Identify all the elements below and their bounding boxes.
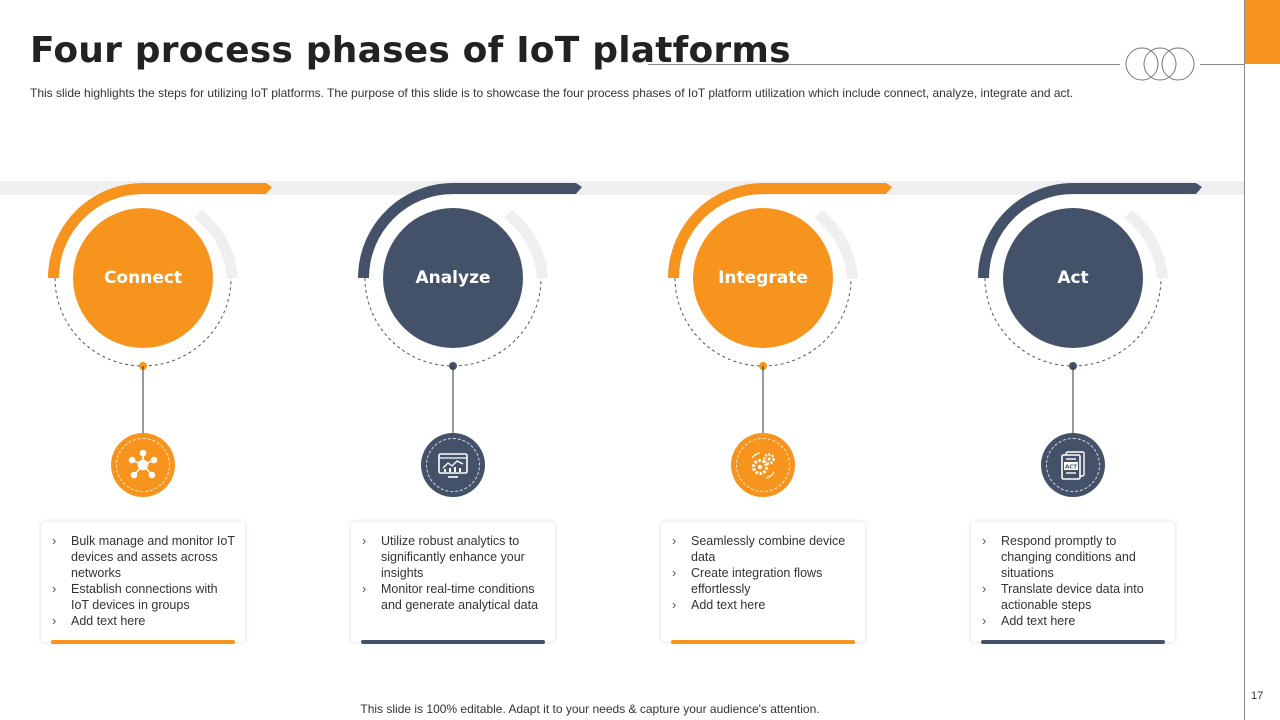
bullet-item: Respond promptly to changing conditions … <box>981 533 1165 581</box>
phase-label: Analyze <box>415 268 491 288</box>
corner-accent-block <box>1245 0 1280 64</box>
card-accent-bar <box>671 640 855 644</box>
phase-circle-integrate: Integrate <box>693 208 833 348</box>
gears-icon <box>731 433 795 497</box>
act-icon-text: ACT <box>1065 465 1077 471</box>
footer-text: This slide is 100% editable. Adapt it to… <box>360 702 820 716</box>
bullet-item: Bulk manage and monitor IoT devices and … <box>51 533 235 581</box>
bullet-item: Add text here <box>51 613 235 629</box>
phase-act: Act ACT Respond promptly to changing con… <box>938 170 1202 650</box>
phase-card-integrate: Seamlessly combine device data Create in… <box>661 522 865 644</box>
title-rule-right <box>1200 64 1245 65</box>
phase-label: Act <box>1057 268 1089 288</box>
bullet-item: Monitor real-time conditions and generat… <box>361 581 545 613</box>
bullet-item: Establish connections with IoT devices i… <box>51 581 235 613</box>
phase-integrate: Integrate Seamlessly combine device data… <box>628 170 892 650</box>
phase-arc-decoration <box>48 183 272 433</box>
act-document-icon: ACT <box>1041 433 1105 497</box>
phase-circle-connect: Connect <box>73 208 213 348</box>
phase-arc-decoration <box>668 183 892 433</box>
network-hub-icon <box>111 433 175 497</box>
card-accent-bar <box>361 640 545 644</box>
phase-circle-analyze: Analyze <box>383 208 523 348</box>
phase-label: Integrate <box>718 268 808 288</box>
phase-label: Connect <box>103 268 183 288</box>
timeline-band <box>0 181 1244 195</box>
slide-footer: This slide is 100% editable. Adapt it to… <box>0 702 1280 716</box>
phase-connect: Connect Bulk manage and monitor IoT devi… <box>8 170 272 650</box>
phase-analyze: Analyze Utilize robust analytics to sign… <box>318 170 582 650</box>
bullet-item: Create integration flows effortlessly <box>671 565 855 597</box>
bullet-item: Translate device data into actionable st… <box>981 581 1165 613</box>
analytics-monitor-icon <box>421 433 485 497</box>
phase-circle-act: Act <box>1003 208 1143 348</box>
phase-card-act: Respond promptly to changing conditions … <box>971 522 1175 644</box>
phase-arc-decoration <box>358 183 582 433</box>
phase-arc-decoration <box>978 183 1202 433</box>
phase-card-connect: Bulk manage and monitor IoT devices and … <box>41 522 245 644</box>
card-accent-bar <box>981 640 1165 644</box>
phase-card-analyze: Utilize robust analytics to significantl… <box>351 522 555 644</box>
linked-rings-icon <box>1125 47 1195 81</box>
bullet-item: Add text here <box>671 597 855 613</box>
title-rule <box>648 64 1120 65</box>
card-accent-bar <box>51 640 235 644</box>
bullet-item: Seamlessly combine device data <box>671 533 855 565</box>
slide-subtitle: This slide highlights the steps for util… <box>30 86 1074 100</box>
bullet-item: Add text here <box>981 613 1165 629</box>
right-divider-line <box>1244 0 1245 720</box>
page-number: 17 <box>1251 690 1264 702</box>
bullet-item: Utilize robust analytics to significantl… <box>361 533 545 581</box>
